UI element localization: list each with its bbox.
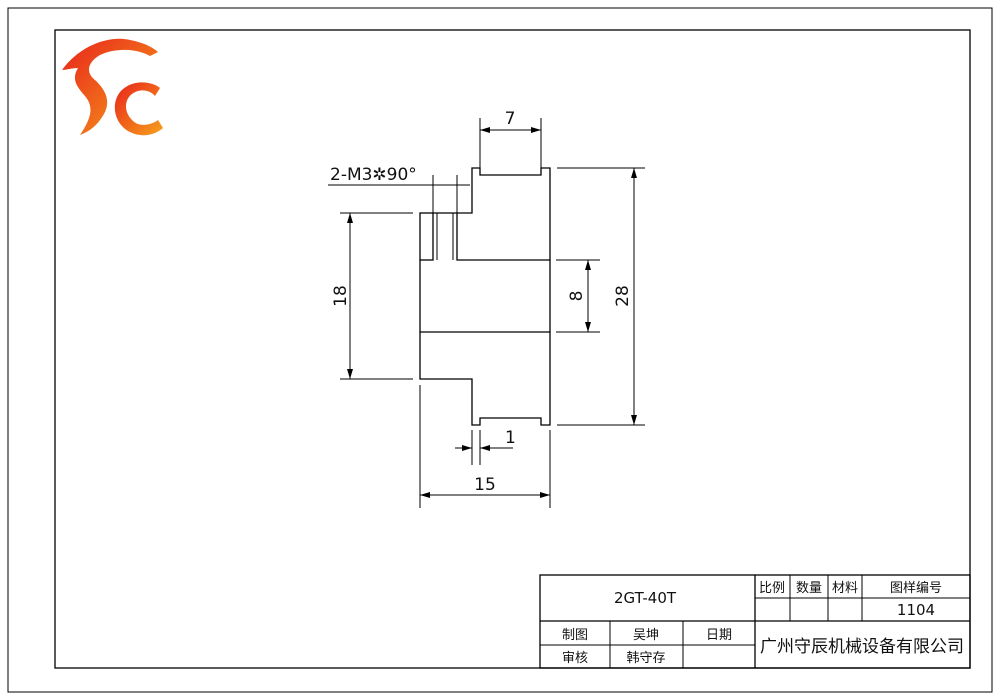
dim-text-set-screw: 2-M3✲90° [330, 165, 417, 185]
outer-border [7, 7, 993, 693]
dimension-groove-width: 7 [479, 109, 542, 168]
header-material: 材料 [832, 581, 858, 596]
header-drawing-no: 图样编号 [890, 581, 942, 596]
title-block: 2GT-40T 比例 数量 材料 图样编号 1104 制图 吴坤 日期 审核 韩… [539, 574, 971, 669]
dim-text-1: 1 [505, 428, 516, 448]
dimension-bore-diameter: 8 [556, 259, 600, 333]
dimension-total-width: 15 [419, 385, 551, 508]
dim-text-8: 8 [567, 291, 587, 302]
drawn-by-label: 制图 [562, 628, 588, 643]
header-quantity: 数量 [796, 581, 822, 596]
drawing-number: 1104 [897, 601, 935, 619]
inner-border [54, 29, 971, 669]
dim-text-18: 18 [331, 285, 351, 307]
dimension-outer-diameter: 28 [557, 167, 645, 426]
checked-by-label: 审核 [562, 651, 588, 666]
date-label: 日期 [706, 628, 732, 643]
company-name: 广州守辰机械设备有限公司 [760, 637, 964, 657]
dimension-flange-thickness: 1 [455, 428, 516, 465]
company-logo [62, 38, 163, 136]
part-name: 2GT-40T [614, 589, 677, 607]
dim-text-28: 28 [613, 285, 633, 307]
drawn-by: 吴坤 [633, 628, 659, 643]
dim-text-7: 7 [505, 109, 516, 129]
dimension-hub-diameter: 18 [331, 212, 413, 380]
dim-text-15: 15 [474, 475, 496, 495]
header-scale: 比例 [759, 581, 785, 596]
dimension-set-screw: 2-M3✲90° [328, 165, 470, 213]
checked-by: 韩守存 [626, 651, 665, 666]
pulley-section [419, 167, 551, 426]
